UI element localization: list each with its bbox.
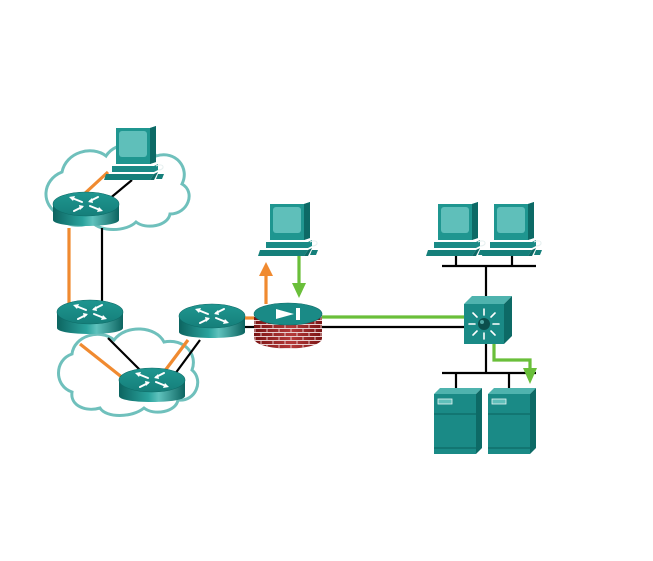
link-router-mid-router-bottom [107, 337, 141, 371]
pc-lan-2[interactable] [482, 202, 543, 257]
link-router-bottom-router-right [171, 339, 201, 379]
server-2[interactable] [488, 388, 536, 454]
cloud-bottom-left [57, 327, 200, 417]
router-mid-left[interactable] [56, 299, 124, 335]
multilayer-switch[interactable] [464, 296, 512, 344]
router-bottom[interactable] [118, 367, 186, 403]
traffic-path-green [297, 256, 532, 370]
orange-arrowhead-icon [259, 262, 273, 276]
cloud-top-left [44, 142, 191, 231]
switch-arrows-icon [468, 308, 500, 340]
server-1[interactable] [434, 388, 482, 454]
pc-lan-1[interactable] [426, 202, 487, 257]
firewall-bar-icon [296, 308, 300, 320]
links-black [100, 179, 536, 390]
firewall[interactable] [253, 302, 323, 349]
router-mid-right[interactable] [178, 303, 246, 339]
switch-hub-icon [478, 318, 490, 330]
green-arrowhead-server-icon [523, 368, 537, 384]
router-top[interactable] [52, 191, 120, 227]
traffic-path-orange [67, 170, 268, 384]
pc-top-left[interactable] [104, 126, 165, 181]
firewall-play-icon [276, 309, 294, 319]
green-arrowhead-down-icon [292, 283, 306, 298]
pc-dmz[interactable] [258, 202, 319, 257]
